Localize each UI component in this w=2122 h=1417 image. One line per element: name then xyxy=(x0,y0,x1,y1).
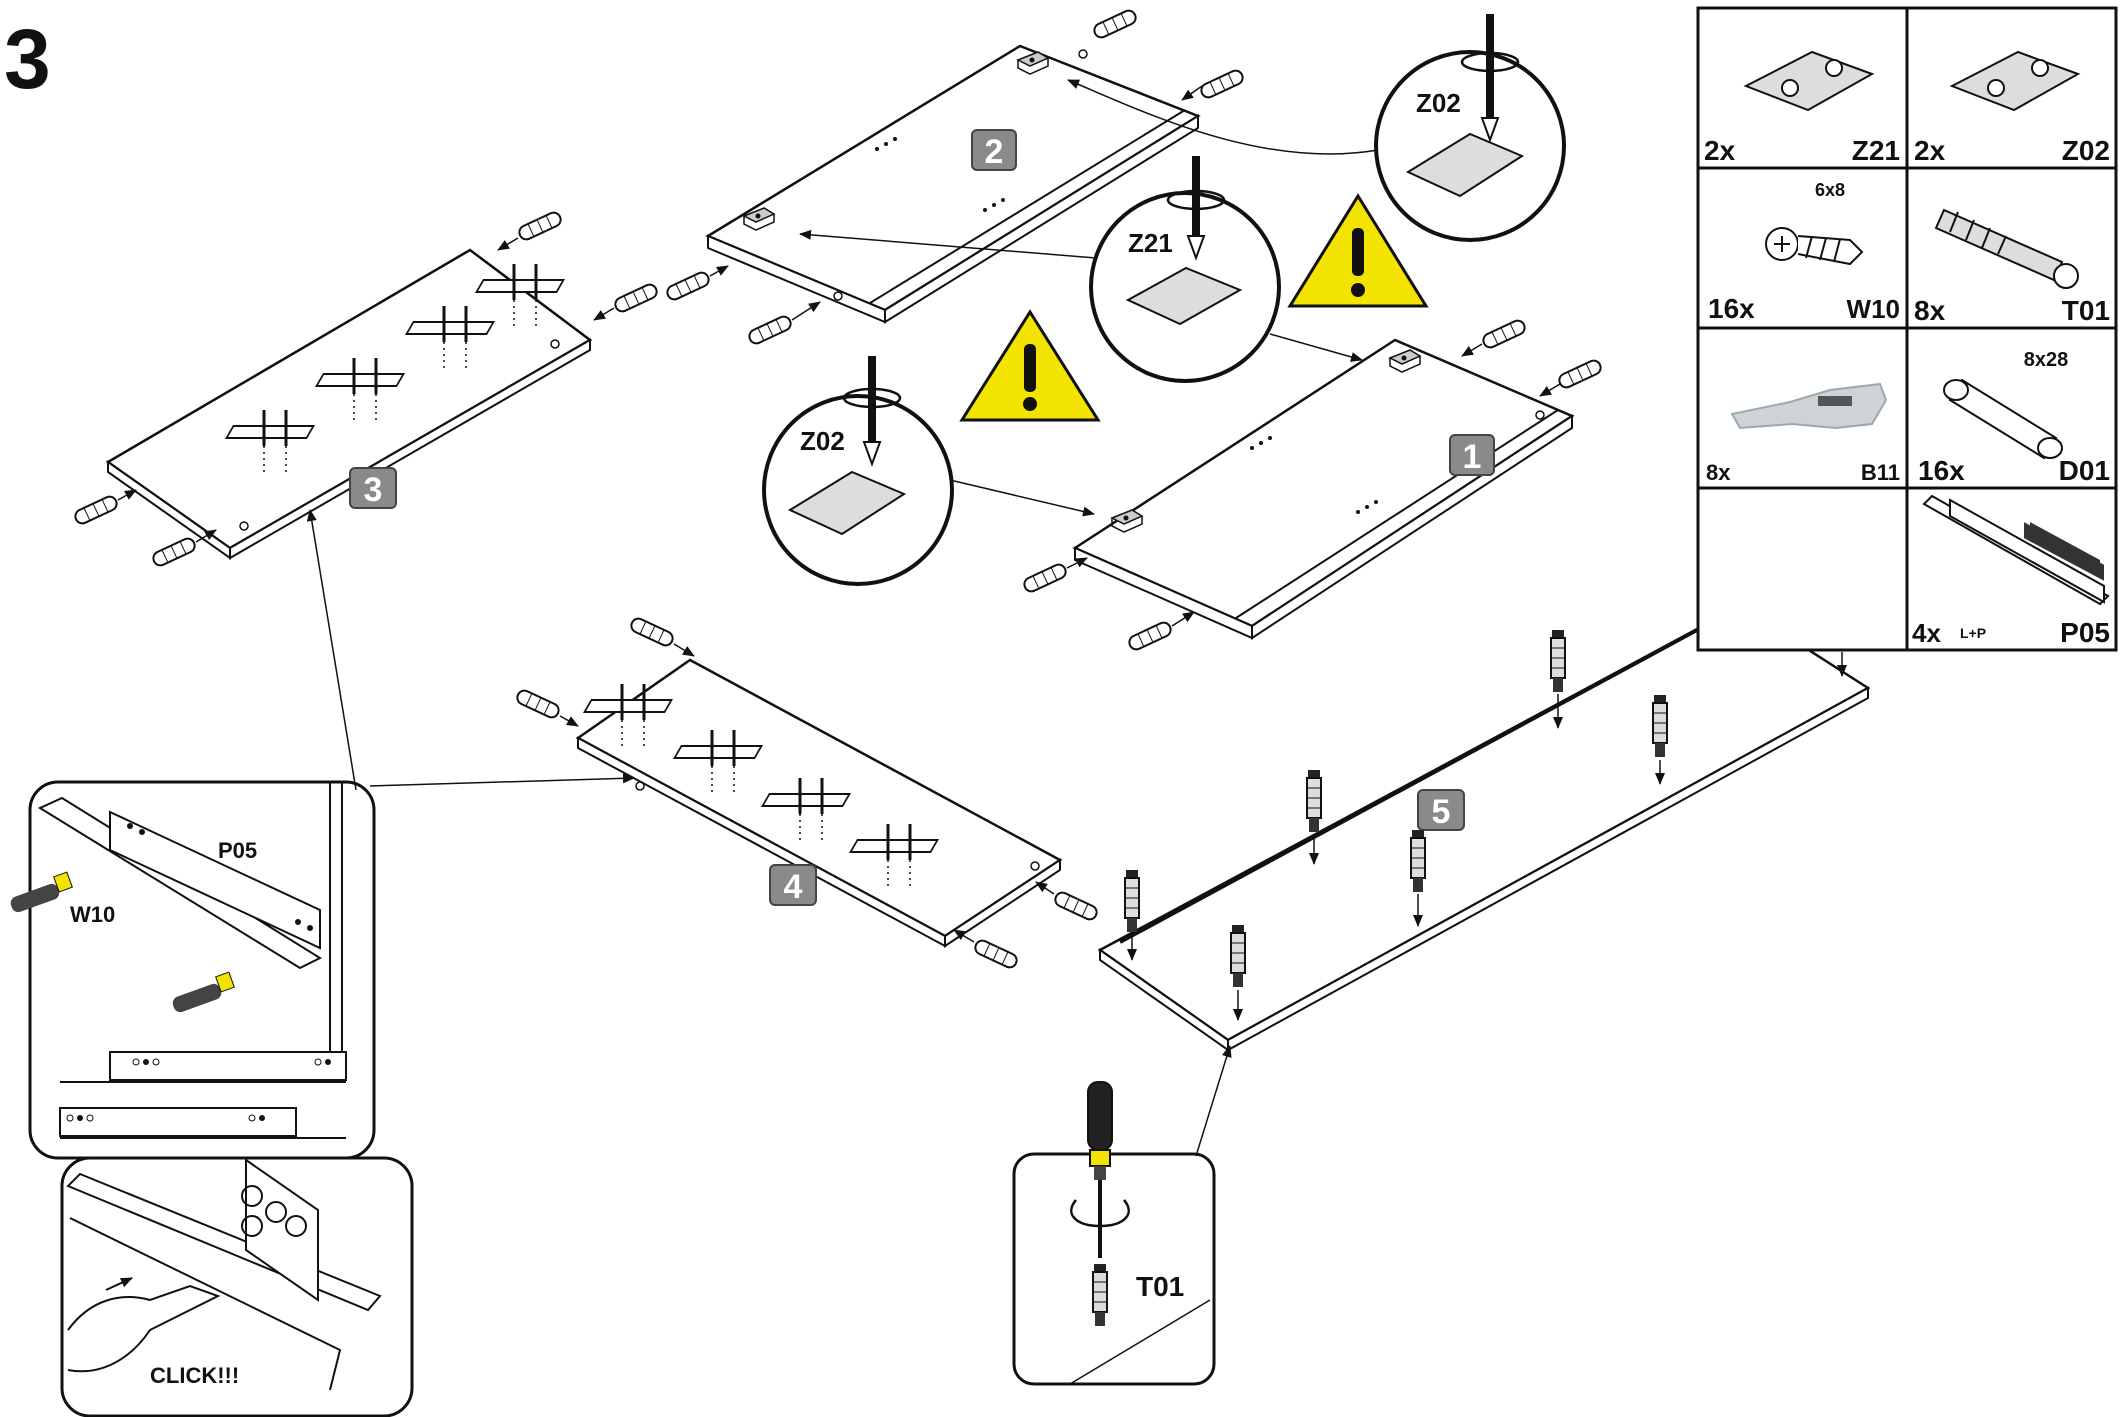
callout-z02-top: Z02 xyxy=(1374,14,1566,242)
drawer-rail-icon xyxy=(1922,494,2110,606)
callout-click: CLICK!!! xyxy=(60,1156,414,1417)
part-qty: 8x xyxy=(1706,460,1731,485)
rail-w10-label: W10 xyxy=(70,902,115,927)
callout-z02-left: Z02 xyxy=(762,356,954,586)
panel-2-label: 2 xyxy=(985,133,1004,171)
callout-z21-label: Z21 xyxy=(1128,228,1173,258)
callout-z02-top-label: Z02 xyxy=(1416,88,1461,118)
panel-3: 3 xyxy=(105,248,593,560)
panel-1-label: 1 xyxy=(1463,438,1482,476)
hinge-plate-icon xyxy=(1743,50,1875,112)
hinge-plate-icon xyxy=(1949,50,2081,112)
part-code: D01 xyxy=(2059,455,2110,486)
panel-5: 5 xyxy=(1097,602,1871,1052)
part-code: Z21 xyxy=(1852,135,1900,166)
panel-5-label: 5 xyxy=(1432,793,1451,831)
callout-t01-label: T01 xyxy=(1136,1271,1184,1302)
rail-p05-label: P05 xyxy=(218,838,257,863)
warning-icon xyxy=(959,309,1101,422)
cam-bolt-icon xyxy=(1934,208,2079,289)
parts-legend: 2x Z21 2x Z02 6x8 16x W10 8x T01 xyxy=(1696,6,2118,652)
panel-2: 2 xyxy=(705,44,1201,324)
callout-t01: T01 xyxy=(1012,1081,1216,1386)
callout-drawer-rail: P05 W10 xyxy=(10,780,376,1160)
part-spec: 8x28 xyxy=(2024,349,2069,371)
part-qty: 16x xyxy=(1918,455,1965,486)
dowel-icon xyxy=(1943,378,2063,460)
part-spec: L+P xyxy=(1960,625,1986,641)
clip-icon xyxy=(1730,382,1888,430)
part-qty: 2x xyxy=(1914,135,1946,166)
callout-z21: Z21 xyxy=(1089,156,1281,383)
panel-4: 4 xyxy=(575,658,1063,948)
part-code: B11 xyxy=(1861,460,1900,485)
part-code: T01 xyxy=(2062,295,2110,326)
part-code: P05 xyxy=(2060,617,2110,648)
callout-z02-left-label: Z02 xyxy=(800,426,845,456)
panel-1: 1 xyxy=(1072,338,1575,640)
part-qty: 2x xyxy=(1704,135,1736,166)
part-spec: 6x8 xyxy=(1815,180,1845,200)
part-qty: 16x xyxy=(1708,293,1755,324)
part-code: W10 xyxy=(1847,294,1900,324)
part-qty: 8x xyxy=(1914,295,1946,326)
step-number: 3 xyxy=(4,12,51,106)
panel-4-label: 4 xyxy=(784,868,803,906)
warning-icon xyxy=(1287,193,1429,308)
part-code: Z02 xyxy=(2062,135,2110,166)
screw-icon xyxy=(1765,227,1864,266)
click-label: CLICK!!! xyxy=(150,1363,239,1388)
part-qty: 4x xyxy=(1912,618,1941,648)
panel-3-label: 3 xyxy=(364,471,383,509)
